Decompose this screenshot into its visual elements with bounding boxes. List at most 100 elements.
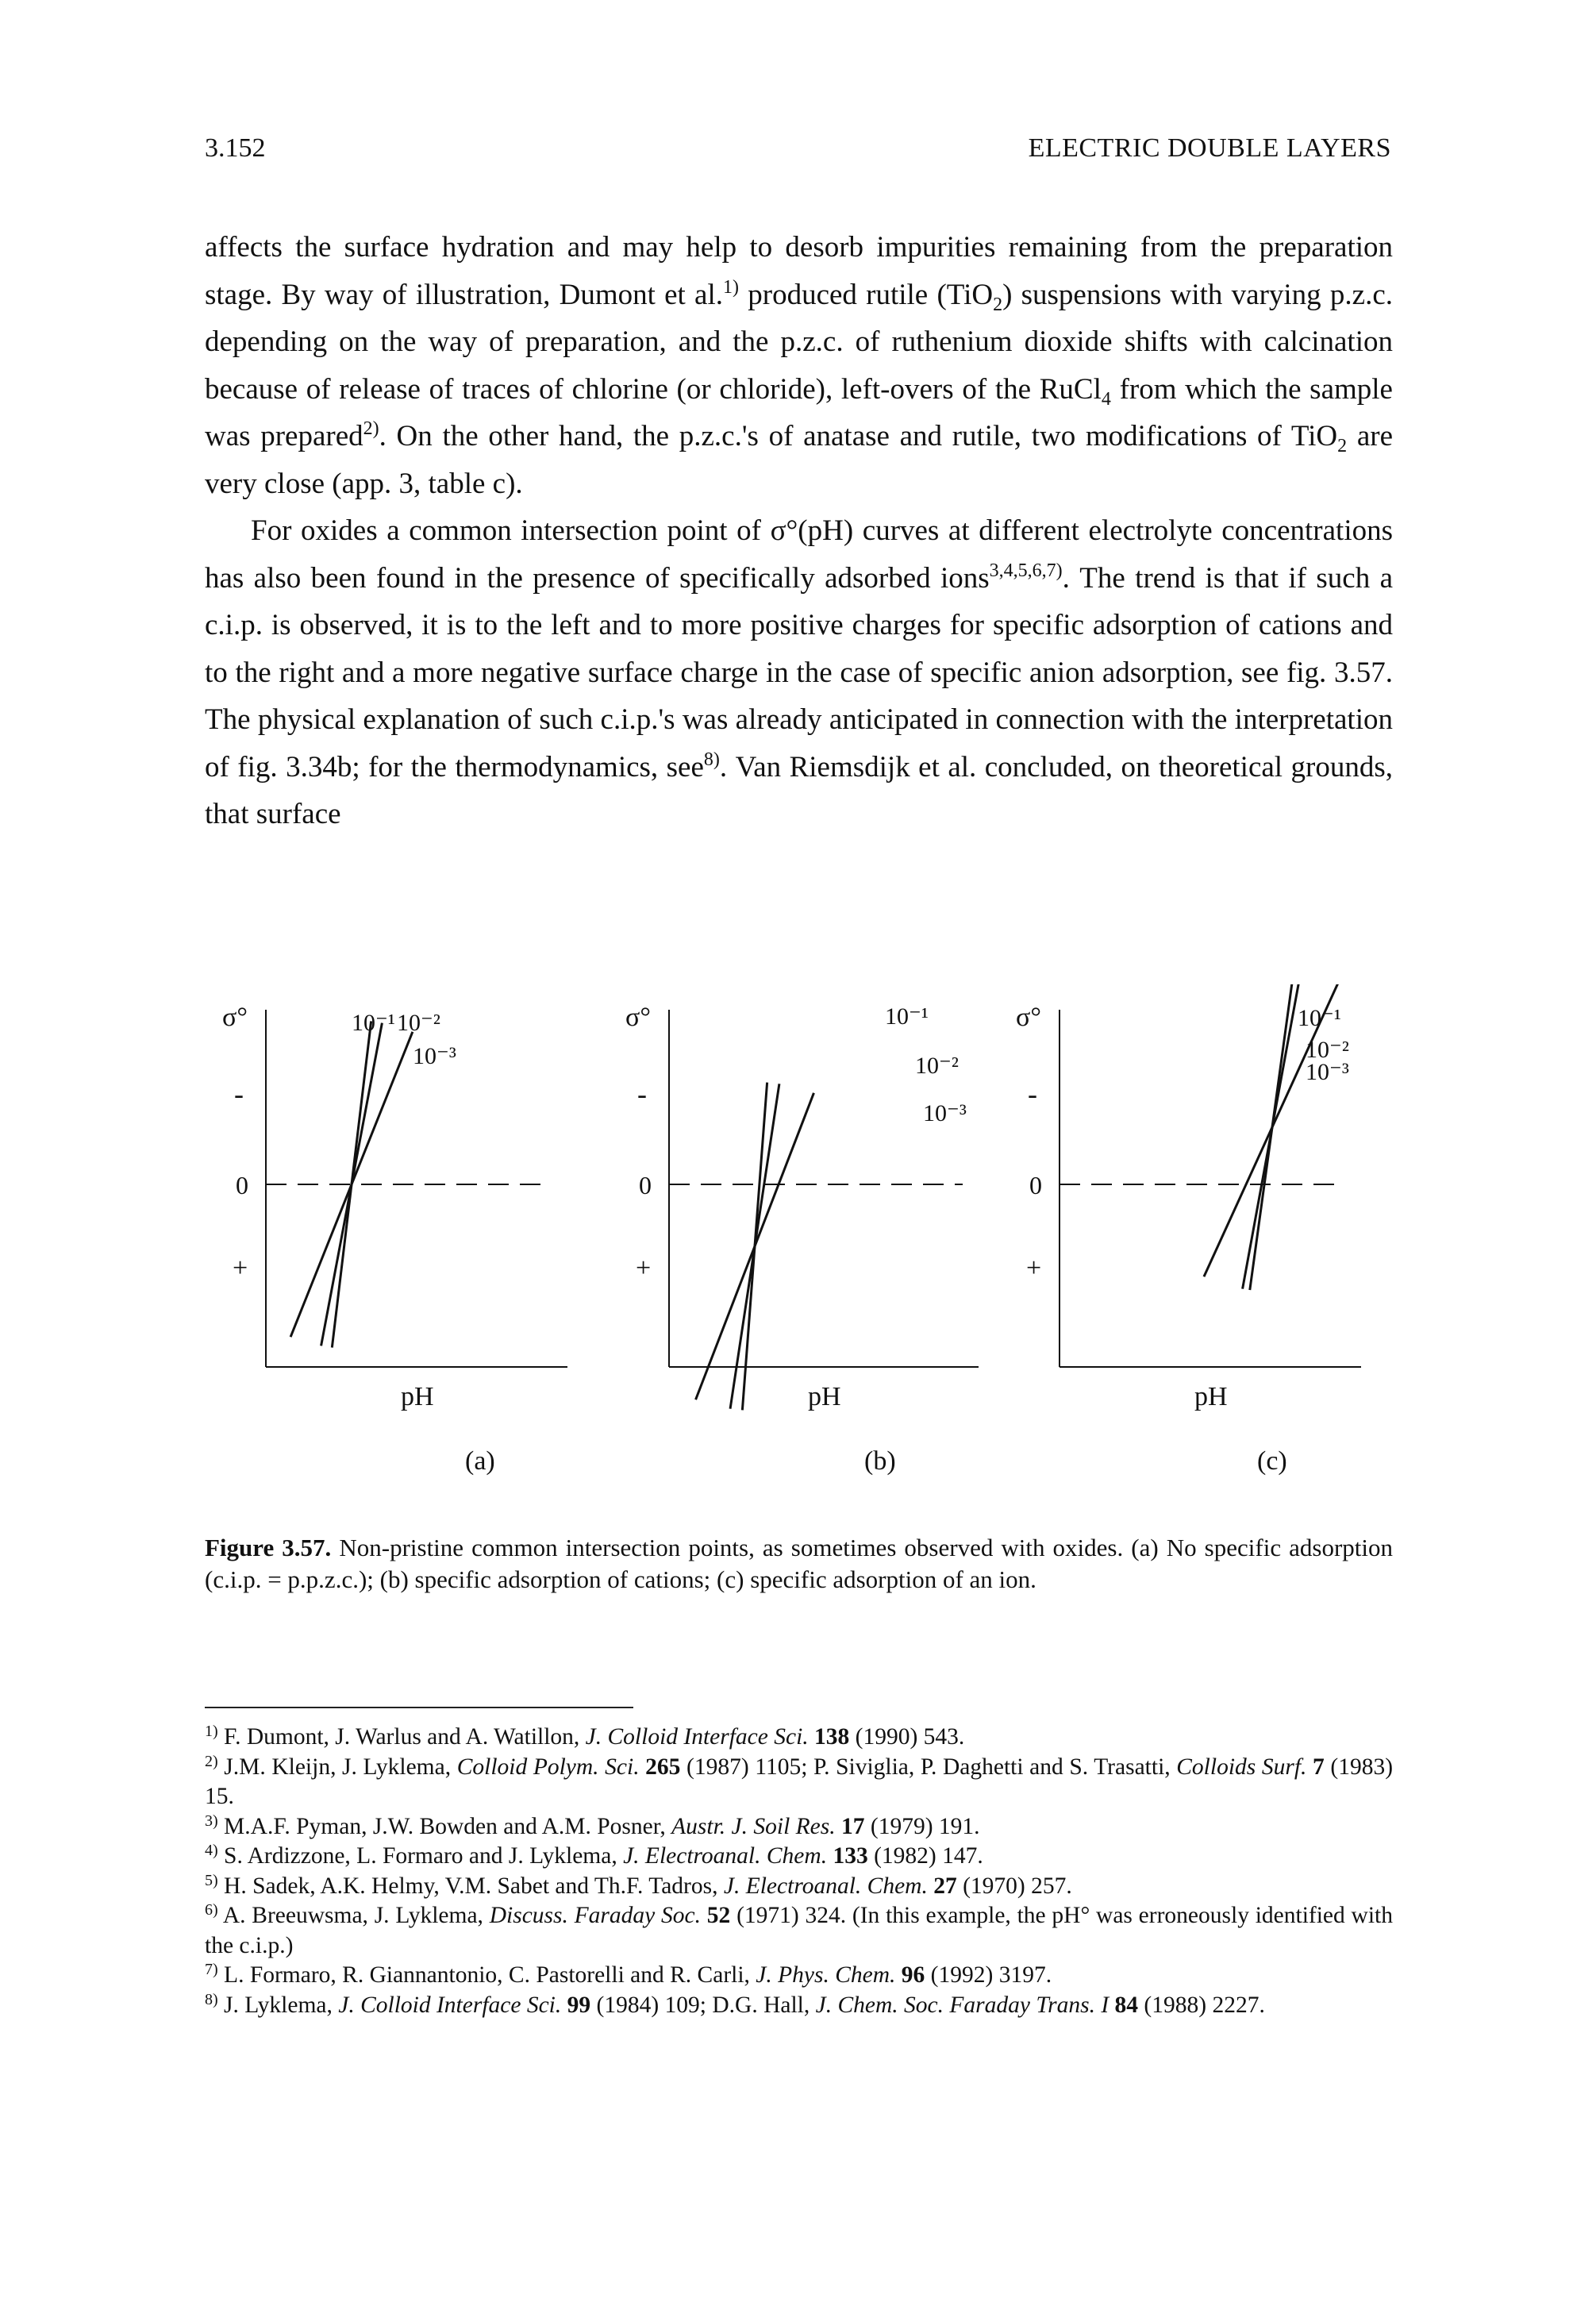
running-head: 3.152 ELECTRIC DOUBLE LAYERS (205, 133, 1391, 173)
footnote-number: 5) (205, 1871, 218, 1889)
text-run: (1979) 191. (864, 1813, 980, 1839)
text-run: S. Ardizzone, L. Formaro and J. Lyklema, (217, 1843, 624, 1869)
isotherm-curve (1241, 984, 1300, 1289)
y-axis-label: σ° (222, 1003, 248, 1032)
text-run: (1984) 109; D.G. Hall, (590, 1992, 816, 2018)
footnote-number: 6) (205, 1901, 218, 1919)
positive-sign: + (1026, 1253, 1041, 1283)
subscript: 2 (1337, 436, 1348, 456)
running-title: ELECTRIC DOUBLE LAYERS (1028, 133, 1391, 163)
volume: 265 (639, 1754, 681, 1780)
isotherm-curve (330, 1021, 373, 1348)
journal: J. Chem. Soc. Faraday Trans. I (815, 1992, 1110, 2018)
volume: 138 (808, 1724, 850, 1750)
figure-caption: Figure 3.57. Non-pristine common interse… (205, 1532, 1393, 1596)
footnote-number: 1) (205, 1723, 218, 1740)
y-axis-label: σ° (1016, 1003, 1041, 1032)
text-run: from which the sample was prepared (205, 372, 1393, 453)
text-run: A. Breeuwsma, J. Lyklema, (217, 1903, 490, 1928)
footnote-2: 2) J.M. Kleijn, J. Lyklema, Colloid Poly… (205, 1753, 1393, 1812)
journal: J. Electroanal. Chem. (723, 1873, 928, 1899)
text-run: (1988) 2227. (1138, 1992, 1265, 2018)
curve-label: 10⁻² (397, 1010, 440, 1036)
text-run: are very close (app. 3, table c). (205, 420, 1393, 500)
text-run: (1971) 324. (In this example, the pH° wa… (205, 1903, 1393, 1958)
citation-ref: 1) (723, 276, 740, 298)
text-run: ) suspensions with varying p.z.c. depend… (205, 278, 1394, 406)
text-run: (1987) 1105; P. Siviglia, P. Daghetti an… (680, 1754, 1177, 1780)
volume: 17 (835, 1813, 865, 1839)
negative-sign: - (637, 1078, 647, 1110)
y-axis-label: σ° (625, 1003, 651, 1032)
volume: 27 (927, 1873, 957, 1899)
isotherm-curve (1248, 984, 1294, 1291)
text-run: (1983) 15. (205, 1754, 1394, 1810)
volume: 133 (827, 1843, 868, 1869)
citation-ref: 2) (363, 418, 379, 439)
footnote-8: 8) J. Lyklema, J. Colloid Interface Sci.… (205, 1991, 1393, 2021)
footnote-number: 4) (205, 1842, 218, 1859)
footnote-3: 3) M.A.F. Pyman, J.W. Bowden and A.M. Po… (205, 1812, 1393, 1842)
text-run: For oxides a common intersection point o… (205, 514, 1393, 595)
footnote-number: 3) (205, 1811, 218, 1830)
panel-label-a: (a) (465, 1446, 495, 1476)
volume: 99 (561, 1992, 591, 2018)
journal: Discuss. Faraday Soc. (489, 1903, 702, 1928)
text-run: J. Lyklema, (217, 1992, 339, 2018)
positive-sign: + (636, 1253, 651, 1283)
citation-ref: 3,4,5,6,7) (989, 560, 1063, 581)
journal: Colloid Polym. Sci. (456, 1754, 640, 1780)
curve-label: 10⁻¹ (1298, 1005, 1341, 1031)
journal: J. Colloid Interface Sci. (338, 1992, 562, 2018)
text-run: H. Sadek, A.K. Helmy, V.M. Sabet and Th.… (217, 1873, 724, 1899)
volume: 84 (1109, 1992, 1139, 2018)
isotherm-curve (740, 1082, 769, 1411)
paragraph-2: For oxides a common intersection point o… (205, 507, 1393, 838)
text-run: J.M. Kleijn, J. Lyklema, (217, 1754, 457, 1780)
caption-label: Figure 3.57. (205, 1534, 332, 1561)
text-run: (1982) 147. (867, 1843, 983, 1869)
text-run: M.A.F. Pyman, J.W. Bowden and A.M. Posne… (217, 1813, 672, 1839)
citation-ref: 8) (703, 749, 720, 770)
curve-label: 10⁻³ (1306, 1059, 1349, 1085)
curve-label: 10⁻² (1306, 1037, 1349, 1063)
curve-label: 10⁻² (915, 1053, 959, 1079)
caption-text: Non-pristine common intersection points,… (205, 1534, 1393, 1593)
paragraph-1: affects the surface hydration and may he… (205, 224, 1393, 507)
zero-label: 0 (236, 1171, 248, 1199)
footnotes: 1) F. Dumont, J. Warlus and A. Watillon,… (205, 1723, 1393, 2020)
curve-label: 10⁻³ (413, 1043, 456, 1069)
footnote-5: 5) H. Sadek, A.K. Helmy, V.M. Sabet and … (205, 1872, 1393, 1902)
text-run: F. Dumont, J. Warlus and A. Watillon, (217, 1724, 586, 1750)
footnote-7: 7) L. Formaro, R. Giannantonio, C. Pasto… (205, 1961, 1393, 1991)
text-run: . Van Riemsdijk et al. concluded, on the… (205, 750, 1393, 831)
negative-sign: - (1028, 1078, 1037, 1110)
text-run: affects the surface hydration and may he… (205, 231, 1393, 311)
text-run: (1970) 257. (956, 1873, 1072, 1899)
footnote-rule (205, 1707, 633, 1708)
volume: 96 (895, 1962, 925, 1988)
x-axis-label: pH (1194, 1382, 1228, 1411)
subscript: 2 (993, 294, 1003, 315)
footnote-4: 4) S. Ardizzone, L. Formaro and J. Lykle… (205, 1842, 1393, 1872)
x-axis-label: pH (401, 1382, 434, 1411)
footnote-number: 2) (205, 1752, 218, 1770)
zero-label: 0 (639, 1171, 652, 1199)
zero-label: 0 (1029, 1171, 1042, 1199)
text-run: (1992) 3197. (925, 1962, 1052, 1988)
volume: 52 (701, 1903, 731, 1928)
footnote-number: 7) (205, 1961, 218, 1978)
curve-label: 10⁻³ (923, 1100, 967, 1126)
journal: Colloids Surf. (1176, 1754, 1307, 1780)
footnote-1: 1) F. Dumont, J. Warlus and A. Watillon,… (205, 1723, 1393, 1753)
text-run: . On the other hand, the p.z.c.'s of ana… (379, 420, 1338, 452)
curve-label: 10⁻¹ (885, 1003, 929, 1030)
negative-sign: - (234, 1078, 244, 1110)
text-run: produced rutile (TiO (739, 278, 994, 311)
x-axis-label: pH (808, 1382, 841, 1411)
curve-label: 10⁻¹ (352, 1010, 395, 1036)
body-text: affects the surface hydration and may he… (205, 224, 1393, 838)
